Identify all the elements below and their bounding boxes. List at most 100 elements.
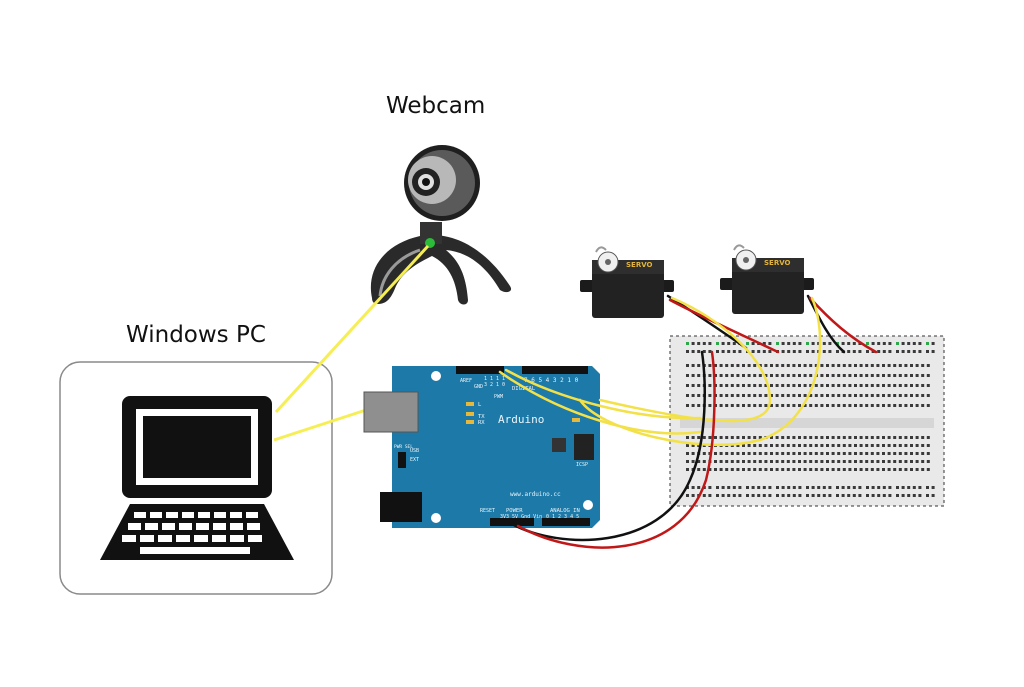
breadboard-hole (708, 384, 712, 387)
breadboard-hole (859, 460, 863, 463)
breadboard-hole (848, 444, 852, 447)
breadboard-hole (848, 436, 852, 439)
breadboard-hole (918, 486, 922, 489)
digital-left-numbers-2: 3 2 1 0 (484, 382, 505, 388)
breadboard-hole (926, 342, 929, 345)
breadboard-hole (898, 384, 902, 387)
breadboard-hole (893, 374, 897, 377)
breadboard-hole (742, 364, 745, 367)
breadboard-hole (882, 350, 886, 353)
breadboard-hole (814, 364, 818, 367)
breadboard-hole (686, 394, 689, 397)
breadboard-hole (882, 460, 885, 463)
breadboard-hole (865, 394, 869, 397)
breadboard-hole (792, 468, 796, 471)
breadboard-hole (888, 486, 892, 489)
breadboard-hole (926, 404, 930, 407)
breadboard-hole (865, 460, 869, 463)
breadboard-hole (691, 486, 695, 489)
breadboard-hole (702, 468, 706, 471)
power-label: POWER (506, 508, 523, 514)
breadboard-hole (753, 468, 757, 471)
breadboard-hole (792, 452, 796, 455)
breadboard-hole (865, 404, 869, 407)
breadboard-hole (822, 350, 826, 353)
breadboard-hole (691, 444, 695, 447)
breadboard-hole (708, 486, 712, 489)
breadboard-hole (686, 350, 689, 353)
breadboard-hole (858, 494, 862, 497)
breadboard-hole (882, 364, 885, 367)
breadboard-hole (809, 468, 813, 471)
breadboard-hole (826, 364, 829, 367)
breadboard-hole (730, 436, 734, 439)
breadboard-hole (721, 342, 725, 345)
breadboard-hole (691, 436, 695, 439)
breadboard-hole (758, 444, 762, 447)
breadboard-hole (842, 404, 846, 407)
breadboard-hole (803, 444, 807, 447)
breadboard-hole (686, 384, 689, 387)
breadboard-hole (915, 394, 919, 397)
breadboard-hole (854, 452, 857, 455)
breadboard-hole (912, 494, 916, 497)
breadboard-hole (792, 436, 796, 439)
breadboard-hole (751, 342, 755, 345)
breadboard-hole (708, 394, 712, 397)
breadboard-hole (781, 436, 785, 439)
breadboard-hole (764, 452, 768, 455)
breadboard-hole (898, 444, 902, 447)
breadboard-hole (781, 494, 785, 497)
breadboard-hole (896, 342, 899, 345)
breadboard-hole (836, 350, 839, 353)
breadboard-hole (852, 486, 856, 489)
breadboard-hole (798, 394, 801, 397)
breadboard-hole (859, 404, 863, 407)
breadboard-hole (753, 404, 757, 407)
breadboard-hole (896, 350, 899, 353)
breadboard-hole (751, 494, 755, 497)
breadboard-hole (746, 342, 749, 345)
breadboard-hole (747, 364, 751, 367)
breadboard-hole (887, 452, 891, 455)
digital-header-left (456, 366, 504, 374)
breadboard-hole (931, 486, 935, 489)
breadboard-hole (882, 452, 885, 455)
breadboard-hole (736, 374, 740, 377)
breadboard-hole (859, 444, 863, 447)
breadboard-hole (725, 404, 729, 407)
breadboard-hole (809, 452, 813, 455)
breadboard-hole (753, 460, 757, 463)
breadboard-hole (716, 494, 719, 497)
breadboard-hole (831, 444, 835, 447)
breadboard-hole (747, 374, 751, 377)
breadboard-hole (859, 374, 863, 377)
breadboard-hole (915, 444, 919, 447)
breadboard-hole (893, 468, 897, 471)
breadboard-hole (820, 364, 824, 367)
breadboard-hole (865, 384, 869, 387)
breadboard-hole (848, 374, 852, 377)
breadboard-hole (898, 436, 902, 439)
breadboard-hole (921, 384, 925, 387)
breadboard-hole (898, 460, 902, 463)
breadboard-hole (732, 342, 736, 345)
breadboard-hole (852, 350, 856, 353)
breadboard-hole (910, 436, 913, 439)
breadboard-hole (876, 364, 880, 367)
breadboard-hole (736, 460, 740, 463)
breadboard-hole (870, 468, 874, 471)
breadboard-hole (910, 452, 913, 455)
breadboard-hole (792, 384, 796, 387)
breadboard-hole (725, 468, 729, 471)
breadboard-hole (877, 342, 881, 345)
breadboard-hole (725, 374, 729, 377)
breadboard-hole (770, 364, 773, 367)
breadboard-hole (803, 452, 807, 455)
breadboard-hole (921, 404, 925, 407)
breadboard-hole (764, 468, 768, 471)
breadboard-hole (792, 394, 796, 397)
breadboard-hole (792, 486, 796, 489)
breadboard-hole (907, 342, 911, 345)
breadboard-hole (826, 384, 829, 387)
